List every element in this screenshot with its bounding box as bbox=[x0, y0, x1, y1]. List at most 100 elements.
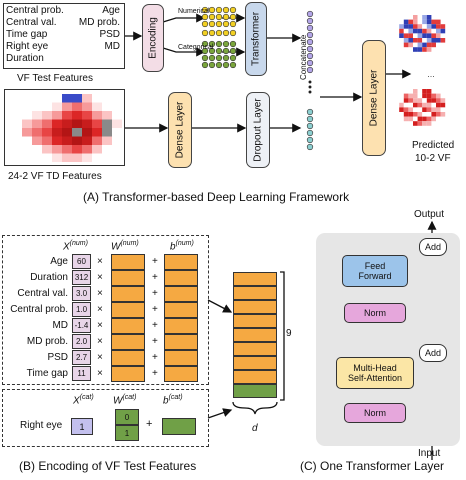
transformer-block: Transformer bbox=[245, 2, 267, 76]
td-cell bbox=[92, 111, 102, 120]
concat-ellipsis-dot bbox=[308, 85, 312, 89]
w-num-cell bbox=[111, 334, 145, 350]
b-cat-cell bbox=[162, 418, 196, 435]
b-num-cell bbox=[164, 334, 198, 350]
pred1-cell bbox=[426, 47, 432, 52]
pred1-cell bbox=[417, 19, 423, 25]
td-cell bbox=[62, 128, 72, 137]
td-cell bbox=[92, 119, 102, 128]
numerical-embedding-dot bbox=[222, 20, 230, 28]
concat-purple-dot bbox=[306, 66, 314, 74]
multi-head-attention-block: Multi-Head Self-Attention bbox=[336, 357, 414, 389]
pred1-cell bbox=[436, 28, 441, 34]
pred2-cell bbox=[417, 93, 423, 99]
pred1-cell bbox=[422, 19, 427, 25]
pred2-cell bbox=[408, 107, 413, 112]
pred1-cell bbox=[408, 28, 413, 34]
feed-forward-label-2: Forward bbox=[358, 271, 392, 281]
td-cell bbox=[82, 102, 92, 111]
times-sign: × bbox=[97, 288, 103, 299]
dense-layer-left: Dense Layer bbox=[168, 92, 192, 168]
pred2-cell bbox=[431, 98, 436, 103]
pred2-cell bbox=[417, 112, 423, 117]
times-sign: × bbox=[97, 256, 103, 267]
w-cat-sup: (cat) bbox=[122, 394, 137, 401]
add-bottom-node: Add bbox=[419, 344, 447, 362]
pred1-cell bbox=[422, 28, 427, 34]
b-num-sup: (num) bbox=[175, 240, 194, 247]
b-num-cell bbox=[164, 350, 198, 366]
output-label: Output bbox=[414, 209, 445, 220]
pred2-cell bbox=[436, 102, 441, 108]
pred1-cell bbox=[417, 24, 423, 29]
dense-layer-right-label: Dense Layer bbox=[368, 69, 380, 127]
pred1-cell bbox=[408, 42, 413, 48]
td-cell bbox=[82, 119, 92, 128]
x-num-symbol: X bbox=[63, 241, 70, 253]
numerical-embedding-dot bbox=[201, 20, 209, 28]
td-cell bbox=[52, 94, 62, 103]
pred2-cell bbox=[422, 93, 427, 99]
categorical-embedding-dot bbox=[215, 40, 223, 48]
vf-feature-label: Central prob. bbox=[6, 5, 64, 16]
concat-purple-dot bbox=[306, 59, 314, 67]
pred1-cell bbox=[431, 42, 436, 48]
dense-layer-left-label: Dense Layer bbox=[174, 101, 186, 159]
pred2-cell bbox=[413, 93, 418, 99]
categorical-embedding-dot bbox=[208, 40, 216, 48]
pred1-cell bbox=[413, 19, 418, 25]
numerical-embedding-dot bbox=[208, 29, 216, 37]
w-num-cell bbox=[111, 254, 145, 270]
stack-cell bbox=[233, 342, 277, 356]
pred1-cell bbox=[417, 33, 423, 38]
pred2-cell bbox=[422, 121, 427, 126]
td-cell bbox=[62, 111, 72, 120]
pred2-cell bbox=[436, 98, 441, 103]
b-num-symbol: b bbox=[170, 241, 176, 253]
td-cell bbox=[112, 128, 122, 137]
num-feature-label: MD prob. bbox=[26, 336, 68, 347]
td-cell bbox=[52, 145, 62, 154]
num-feature-value: 11 bbox=[72, 366, 91, 381]
vf-feature-label: Duration bbox=[6, 53, 44, 64]
pred2-cell bbox=[403, 98, 409, 103]
pred1-cell bbox=[413, 38, 418, 43]
x-num-header: X(num) bbox=[63, 240, 88, 252]
pred2-cell bbox=[422, 89, 427, 94]
td-cell bbox=[72, 111, 82, 120]
pred2-cell bbox=[399, 112, 404, 117]
feed-forward-label-1: Feed bbox=[364, 260, 386, 271]
td-cell bbox=[82, 153, 92, 162]
stack-cell bbox=[233, 314, 277, 328]
pred1-cell bbox=[417, 15, 423, 20]
pred1-cell bbox=[422, 38, 427, 43]
stack-cell bbox=[233, 286, 277, 300]
stack-cell bbox=[233, 356, 277, 370]
pred1-cell bbox=[422, 42, 427, 48]
dropout-layer: Dropout Layer bbox=[246, 92, 270, 168]
stack-brace-right bbox=[280, 271, 285, 401]
norm-bottom-block: Norm bbox=[344, 403, 406, 423]
times-sign: × bbox=[97, 352, 103, 363]
categorical-embedding-dot bbox=[208, 61, 216, 69]
pred2-cell bbox=[399, 98, 404, 103]
pred1-cell bbox=[431, 33, 436, 38]
pred1-cell bbox=[422, 15, 427, 20]
categorical-embedding-dot bbox=[208, 54, 216, 62]
encoding-label: Encoding bbox=[147, 17, 159, 59]
pred2-cell bbox=[413, 116, 418, 122]
pred1-cell bbox=[413, 33, 418, 38]
td-cell bbox=[62, 119, 72, 128]
td-cell bbox=[92, 128, 102, 137]
numerical-embedding-dot bbox=[229, 29, 237, 37]
pred2-cell bbox=[417, 121, 423, 126]
pred2-cell bbox=[440, 112, 446, 117]
numerical-embedding-dot bbox=[201, 13, 209, 21]
td-map-frame bbox=[4, 89, 125, 166]
numerical-embedding-dot bbox=[222, 29, 230, 37]
td-cell-blue bbox=[62, 94, 72, 103]
numerical-embedding-dot bbox=[229, 13, 237, 21]
categorical-embedding-dot bbox=[215, 61, 223, 69]
td-cell bbox=[72, 153, 82, 162]
pred1-cell bbox=[436, 24, 441, 29]
